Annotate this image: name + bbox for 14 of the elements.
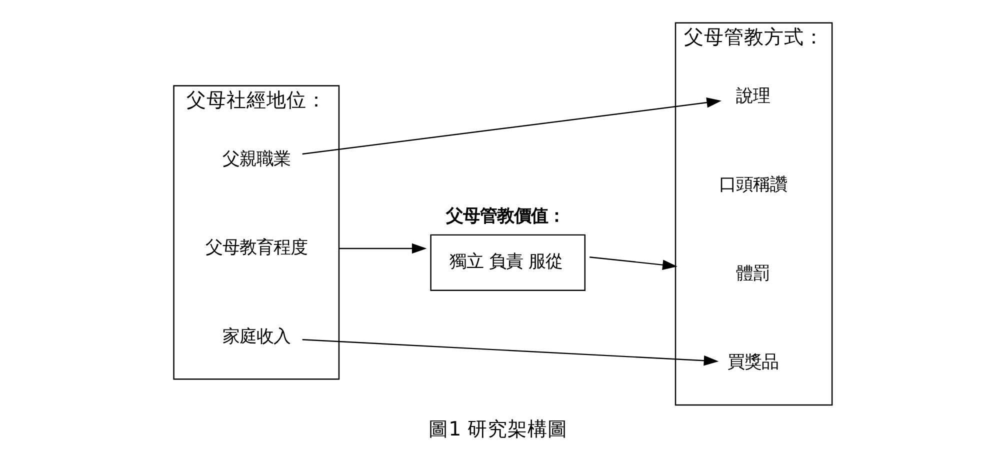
node-text: 說理 xyxy=(736,86,770,106)
arrow xyxy=(302,338,719,366)
arrow xyxy=(302,97,722,155)
arrow xyxy=(338,243,427,254)
node-label: 父母管教價值： xyxy=(446,206,566,227)
caption: 圖1 研究架構圖 xyxy=(428,418,568,441)
node-text: 口頭稱讚 xyxy=(719,175,788,196)
node-box: 獨立 負責 服從 xyxy=(430,234,586,292)
node-text: 買獎品 xyxy=(728,352,779,373)
node-text: 家庭收入 xyxy=(222,326,290,347)
node-text: 父親職業 xyxy=(222,149,290,170)
node-text: 體罰 xyxy=(736,264,770,284)
node-text: 父母教育程度 xyxy=(205,238,308,258)
arrow xyxy=(589,256,678,270)
